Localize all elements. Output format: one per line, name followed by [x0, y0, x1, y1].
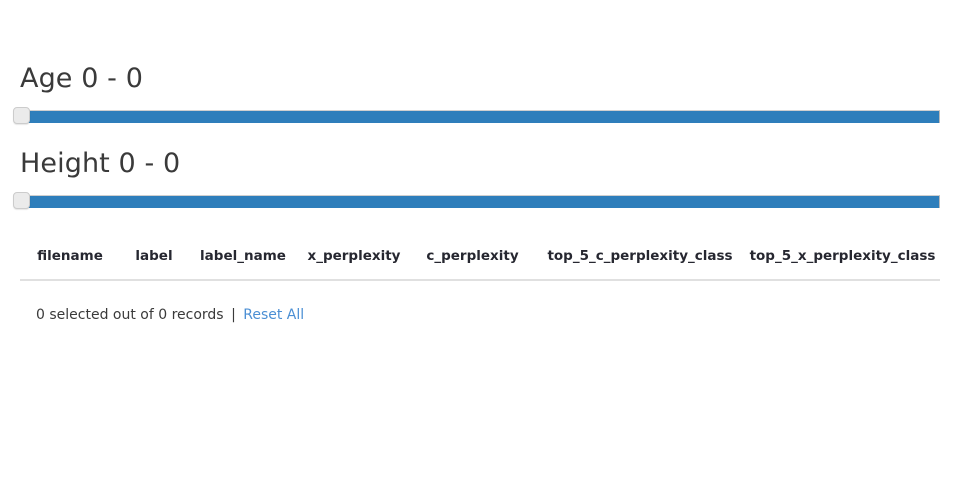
table-header: filename label label_name x_perplexity c…	[20, 248, 940, 281]
selection-summary-text: 0 selected out of 0 records	[36, 307, 224, 323]
filter-age-slider-handle[interactable]	[13, 107, 30, 124]
table-body	[20, 280, 940, 281]
selection-status-bar: 0 selected out of 0 records | Reset All	[36, 306, 304, 324]
status-separator: |	[231, 307, 236, 323]
filter-height-slider[interactable]	[13, 190, 940, 212]
filter-age-slider-track[interactable]	[20, 110, 940, 123]
filter-height-slider-track[interactable]	[20, 195, 940, 208]
filter-age: Age 0 - 0	[13, 62, 940, 127]
results-table: filename label label_name x_perplexity c…	[20, 248, 940, 281]
filter-height-slider-handle[interactable]	[13, 192, 30, 209]
reset-all-link[interactable]: Reset All	[243, 307, 305, 323]
results-table-container: filename label label_name x_perplexity c…	[20, 248, 940, 281]
table-header-row: filename label label_name x_perplexity c…	[20, 248, 940, 281]
filter-age-label: Age 0 - 0	[20, 63, 143, 94]
column-header-label[interactable]: label	[120, 248, 188, 281]
column-header-label-name[interactable]: label_name	[188, 248, 298, 281]
column-header-c-perplexity[interactable]: c_perplexity	[410, 248, 535, 281]
filter-height-label: Height 0 - 0	[20, 148, 181, 179]
column-header-x-perplexity[interactable]: x_perplexity	[298, 248, 410, 281]
filter-height: Height 0 - 0	[13, 147, 940, 212]
filters-section: Age 0 - 0 Height 0 - 0	[13, 62, 940, 232]
column-header-top-5-x-perplexity-class[interactable]: top_5_x_perplexity_class	[745, 248, 940, 281]
column-header-top-5-c-perplexity-class[interactable]: top_5_c_perplexity_class	[535, 248, 745, 281]
filter-age-slider[interactable]	[13, 105, 940, 127]
column-header-filename[interactable]: filename	[20, 248, 120, 281]
table-empty-cell	[20, 280, 940, 281]
table-empty-body	[20, 280, 940, 281]
